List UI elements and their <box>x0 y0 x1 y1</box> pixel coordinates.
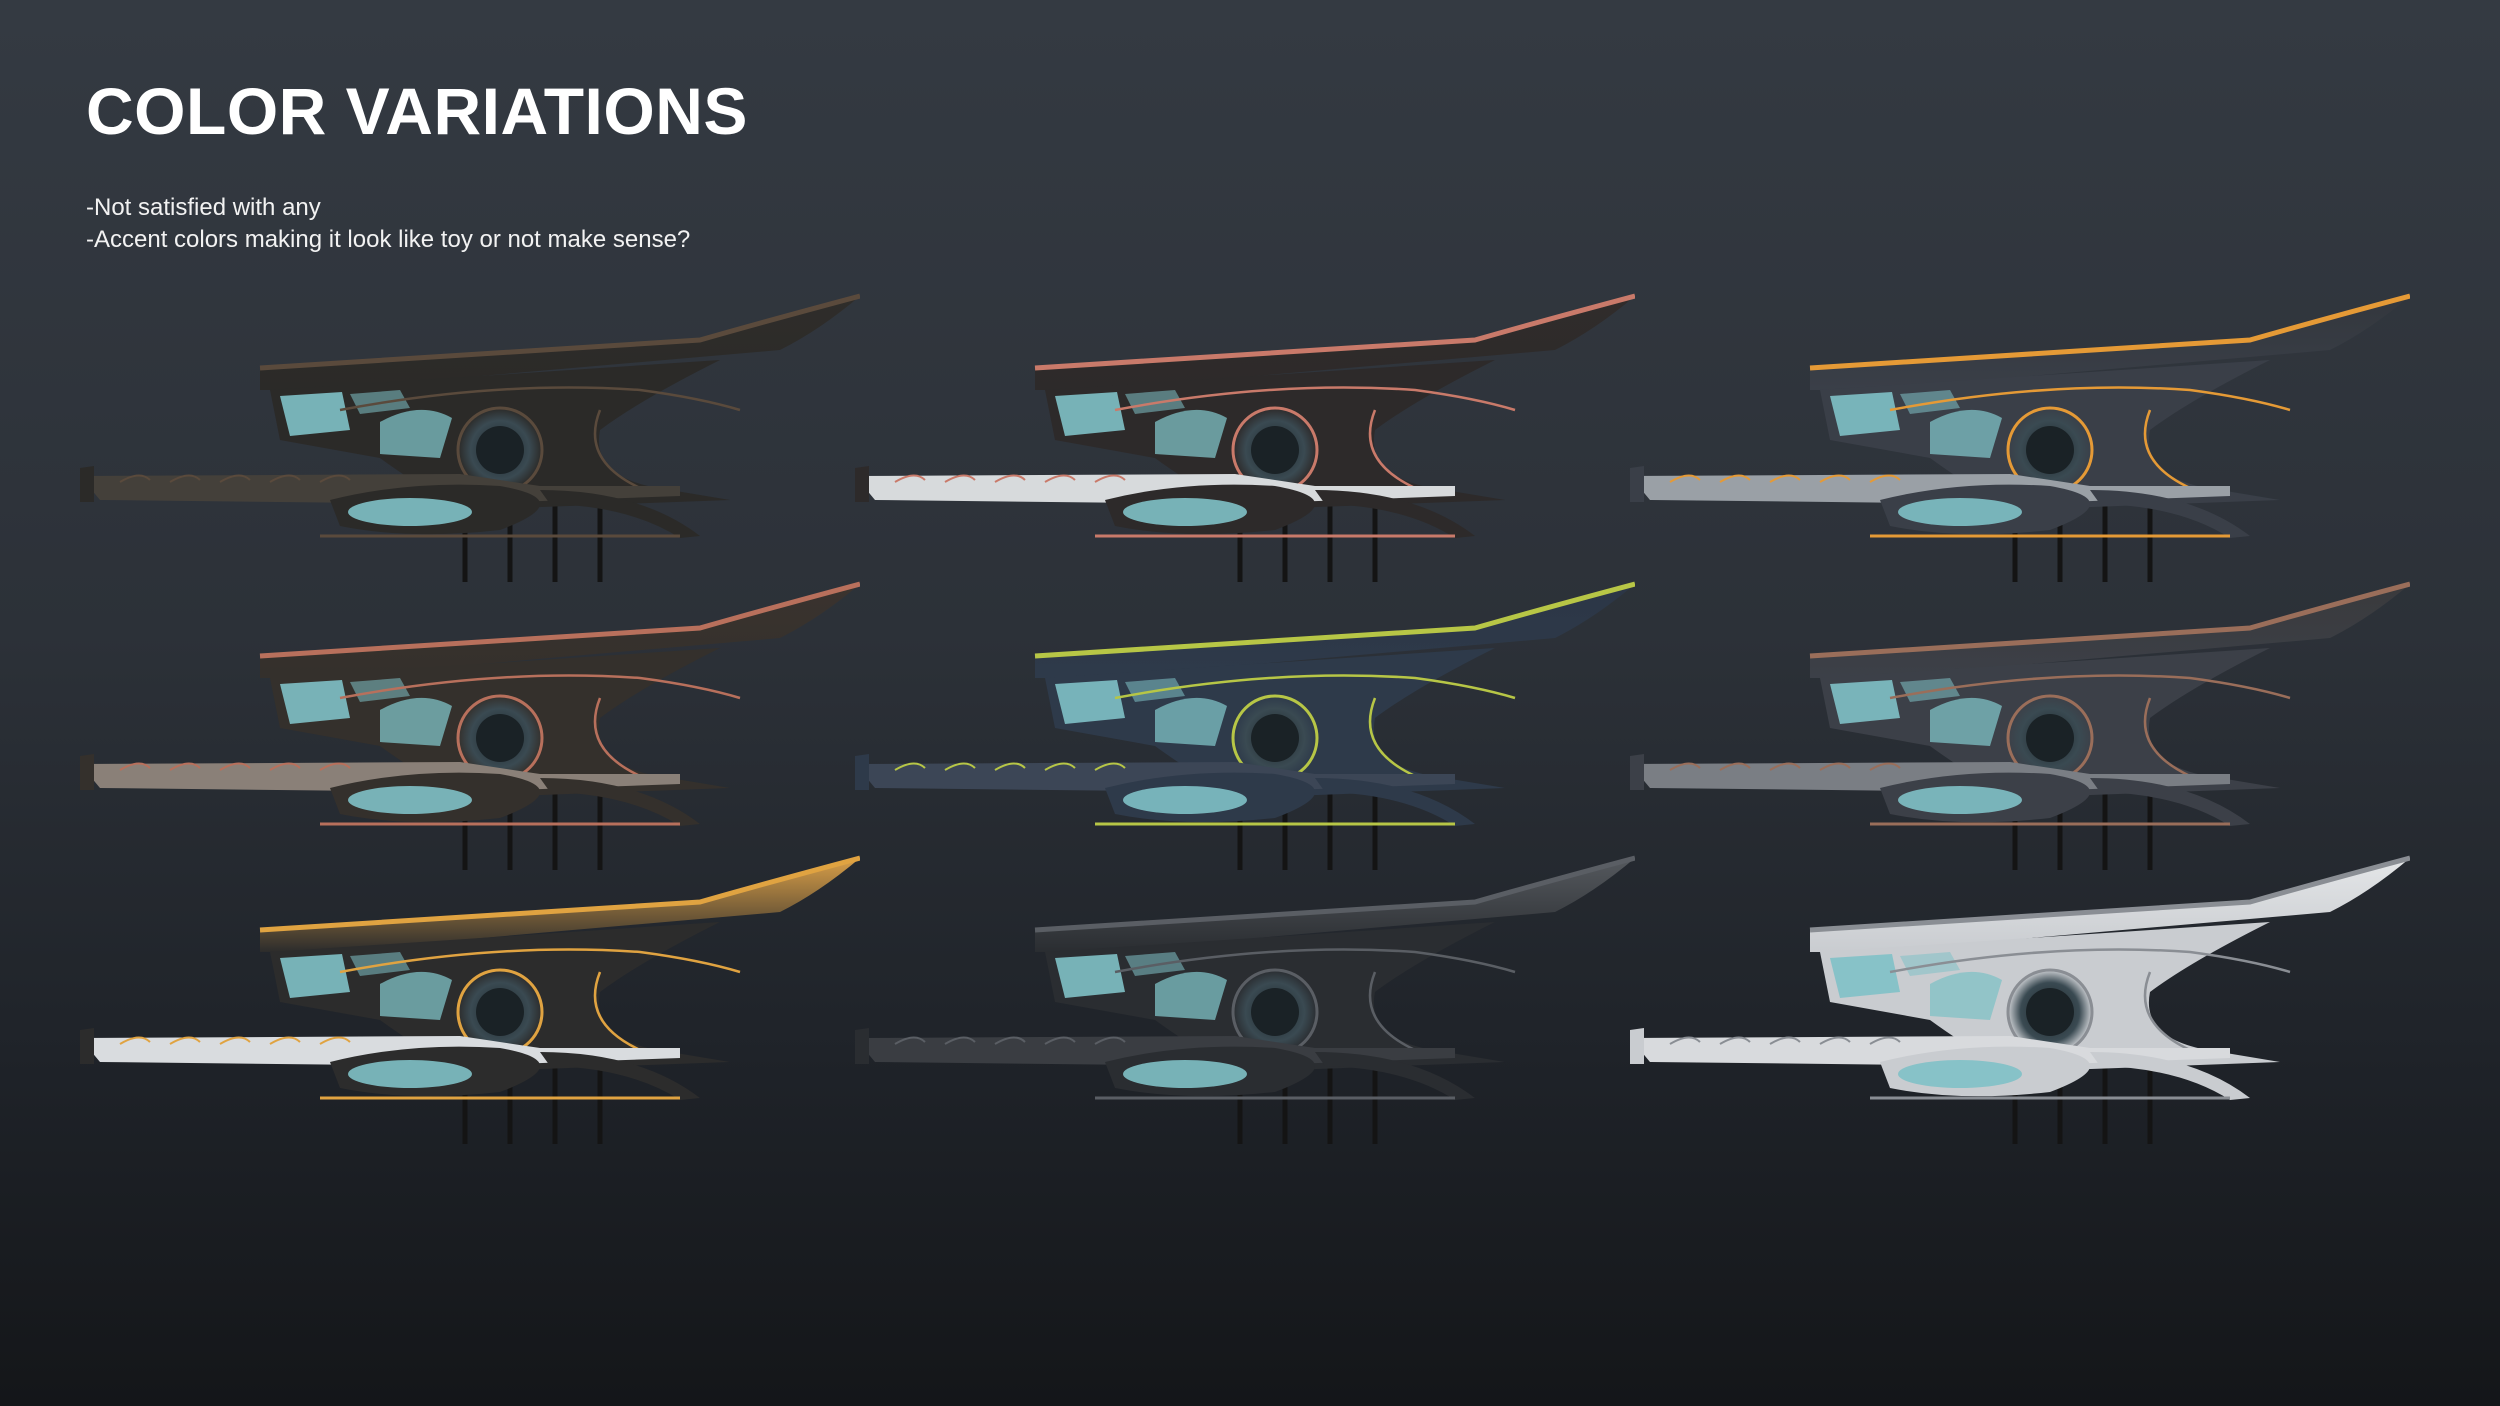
variant-thumbnail <box>1630 290 2410 590</box>
variant-thumbnail <box>855 578 1635 878</box>
note-line: -Not satisfied with any <box>86 194 321 221</box>
variant-thumbnail <box>80 852 860 1152</box>
variant-thumbnail <box>855 290 1635 590</box>
variant-thumbnail <box>80 290 860 590</box>
variant-thumbnail <box>855 852 1635 1152</box>
page-title: COLOR VARIATIONS <box>86 74 748 148</box>
note-line: -Accent colors making it look like toy o… <box>86 226 691 253</box>
variant-thumbnail <box>80 578 860 878</box>
notes: -Not satisfied with any -Accent colors m… <box>86 192 690 256</box>
variant-thumbnail <box>1630 852 2410 1152</box>
variant-thumbnail <box>1630 578 2410 878</box>
variation-grid <box>80 290 2420 1170</box>
